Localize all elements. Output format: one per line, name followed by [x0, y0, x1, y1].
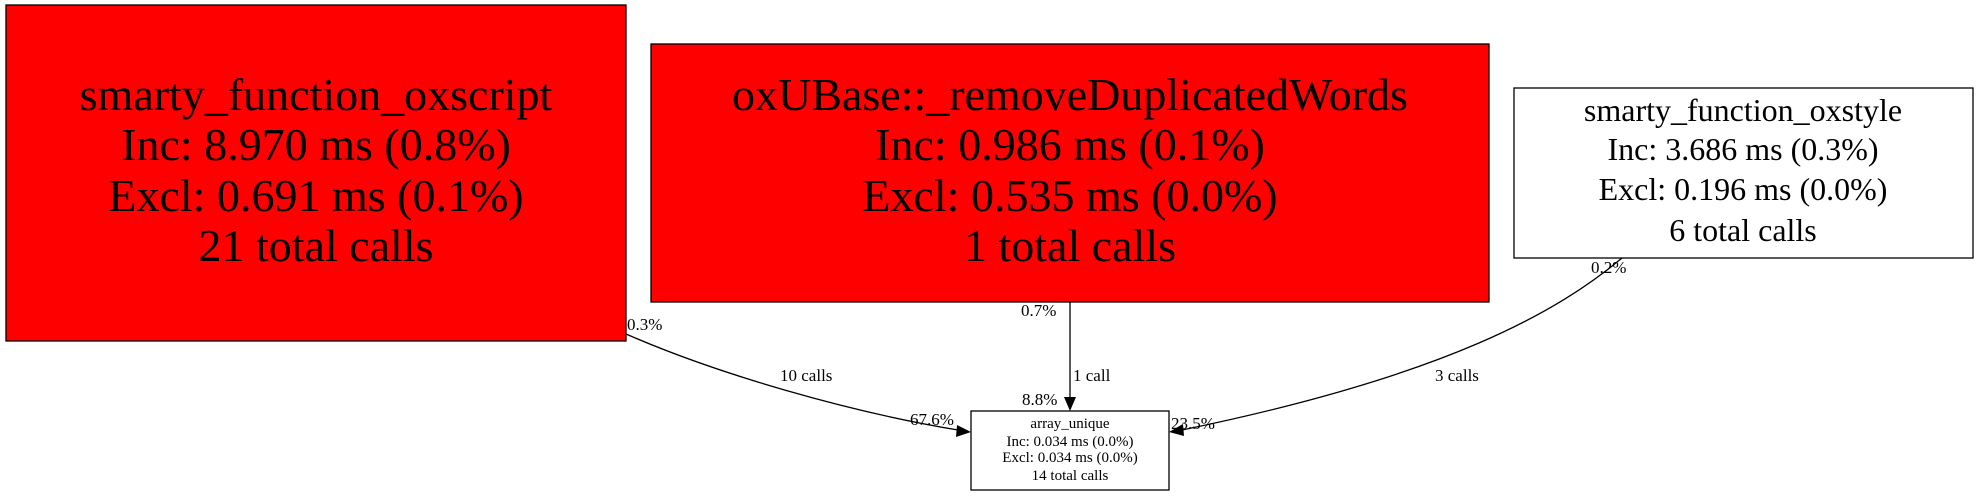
- edge-calls-label: 3 calls: [1435, 366, 1479, 385]
- node-inclusive: Inc: 8.970 ms (0.8%): [121, 119, 511, 170]
- node-name: smarty_function_oxstyle: [1584, 92, 1902, 128]
- edge-tail-label: 0.3%: [627, 315, 662, 334]
- arrowhead-icon: [1169, 424, 1184, 436]
- node-smarty-function-oxscript[interactable]: smarty_function_oxscript Inc: 8.970 ms (…: [5, 4, 627, 342]
- edge-line: [625, 333, 959, 431]
- node-calls: 14 total calls: [1032, 468, 1109, 484]
- node-exclusive: Excl: 0.535 ms (0.0%): [862, 170, 1277, 221]
- edge-calls-label: 1 call: [1073, 366, 1111, 385]
- node-exclusive: Excl: 0.691 ms (0.1%): [108, 170, 523, 221]
- node-name: smarty_function_oxscript: [80, 69, 553, 120]
- node-calls: 6 total calls: [1669, 212, 1817, 248]
- arrowhead-icon: [1064, 397, 1076, 411]
- node-inclusive: Inc: 0.034 ms (0.0%): [1006, 434, 1133, 450]
- arrowhead-icon: [956, 425, 971, 437]
- edge-tail-label: 0.7%: [1021, 301, 1056, 320]
- node-smarty-function-oxstyle[interactable]: smarty_function_oxstyle Inc: 3.686 ms (0…: [1513, 87, 1974, 259]
- node-inclusive: Inc: 3.686 ms (0.3%): [1607, 131, 1878, 167]
- node-array-unique[interactable]: array_unique Inc: 0.034 ms (0.0%) Excl: …: [970, 410, 1170, 491]
- edge-oxscript-to-array-unique: 0.3% 10 calls 67.6%: [625, 315, 971, 437]
- edge-removedup-to-array-unique: 0.7% 1 call 8.8%: [1021, 301, 1111, 411]
- node-name: oxUBase::_removeDuplicatedWords: [732, 69, 1408, 120]
- edge-calls-label: 10 calls: [780, 366, 832, 385]
- edge-head-label: 67.6%: [910, 410, 954, 429]
- edge-line: [1181, 257, 1623, 431]
- node-remove-duplicated-words[interactable]: oxUBase::_removeDuplicatedWords Inc: 0.9…: [650, 43, 1490, 303]
- edge-head-label: 23.5%: [1171, 414, 1215, 433]
- node-inclusive: Inc: 0.986 ms (0.1%): [875, 119, 1265, 170]
- edge-head-label: 8.8%: [1022, 390, 1057, 409]
- node-exclusive: Excl: 0.196 ms (0.0%): [1599, 171, 1888, 207]
- node-exclusive: Excl: 0.034 ms (0.0%): [1002, 450, 1137, 466]
- node-calls: 21 total calls: [198, 220, 433, 271]
- edge-oxstyle-to-array-unique: 0.2% 3 calls 23.5%: [1169, 257, 1626, 436]
- node-calls: 1 total calls: [964, 220, 1176, 271]
- node-name: array_unique: [1030, 416, 1109, 432]
- edge-tail-label: 0.2%: [1591, 258, 1626, 277]
